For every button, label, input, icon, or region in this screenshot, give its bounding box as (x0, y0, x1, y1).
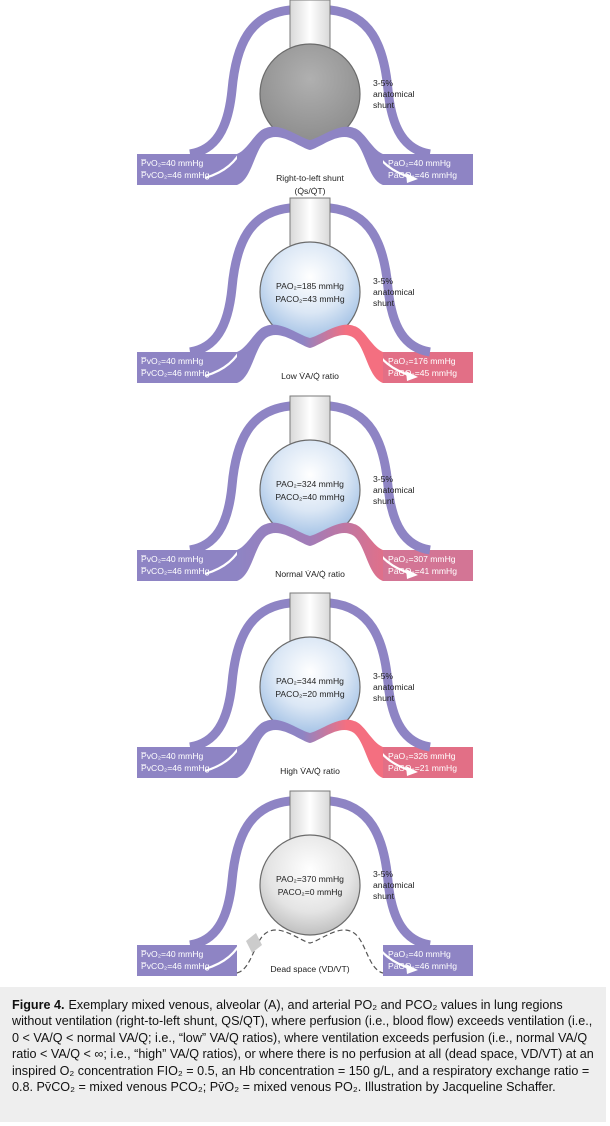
arterial-box (383, 550, 473, 581)
shunt-label-line: anatomical (373, 682, 415, 692)
alveolar-po2: PAO₂=344 mmHg (276, 676, 344, 686)
shunt-label-line: 3-5% (373, 276, 393, 286)
arterial-box (383, 945, 473, 976)
venous-pco2: P̅vCO₂=46 mmHg (141, 961, 210, 971)
alveolar-po2: PAO₂=324 mmHg (276, 479, 344, 489)
arterial-po2: PaO₂=176 mmHg (388, 356, 456, 366)
panel-caption: Low V̇A/Q̇ ratio (281, 371, 339, 381)
figure-caption-text: Exemplary mixed venous, alveolar (A), an… (12, 998, 594, 1095)
venous-po2: P̅vO₂=40 mmHg (141, 949, 204, 959)
mixed-venous-box (137, 945, 237, 976)
shunt-label-line: shunt (373, 693, 395, 703)
alveolar-pco2: PACO₂=40 mmHg (275, 492, 345, 502)
arterial-pco2: PaCO₂=46 mmHg (388, 170, 457, 180)
outflow-arrowhead (406, 173, 418, 183)
shunt-label-line: 3-5% (373, 78, 393, 88)
venous-po2: P̅vO₂=40 mmHg (141, 356, 204, 366)
mixed-venous-box (137, 352, 237, 383)
shunt-label-line: 3-5% (373, 474, 393, 484)
arterial-po2: PaO₂=40 mmHg (388, 158, 451, 168)
mixed-venous-box (137, 747, 237, 778)
arterial-pco2: PaCO₂=46 mmHg (388, 961, 457, 971)
panel-caption-sub: (Q̇s/Q̇T) (294, 186, 325, 196)
shunt-label-line: anatomical (373, 485, 415, 495)
airway-tube (289, 592, 331, 646)
shunt-label-line: shunt (373, 298, 395, 308)
airway-tube (289, 395, 331, 449)
shunt-label-line: anatomical (373, 880, 415, 890)
alveolar-po2: PAO₂=370 mmHg (276, 874, 344, 884)
shunt-label-line: 3-5% (373, 869, 393, 879)
venous-po2: P̅vO₂=40 mmHg (141, 751, 204, 761)
arterial-pco2: PaCO₂=45 mmHg (388, 368, 457, 378)
alveolar-pco2: PACO₂=43 mmHg (275, 294, 345, 304)
arterial-box (383, 747, 473, 778)
shunt-label-line: shunt (373, 496, 395, 506)
figure-label: Figure 4. (12, 998, 65, 1012)
outflow-arrowhead (406, 766, 418, 776)
alveolus (259, 834, 361, 936)
panel-caption: Normal V̇A/Q̇ ratio (275, 569, 345, 579)
inflow-arrowhead (238, 932, 249, 943)
figure-caption: Figure 4.Exemplary mixed venous, alveola… (0, 987, 606, 1122)
venous-pco2: P̅vCO₂=46 mmHg (141, 763, 210, 773)
shunt-label-line: anatomical (373, 89, 415, 99)
venous-po2: P̅vO₂=40 mmHg (141, 158, 204, 168)
alveolar-po2: PAO₂=185 mmHg (276, 281, 344, 291)
panel-caption: High V̇A/Q̇ ratio (280, 766, 340, 776)
airway-tube (289, 197, 331, 251)
shunt-label-line: anatomical (373, 287, 415, 297)
outflow-arrowhead (406, 371, 418, 381)
arterial-po2: PaO₂=326 mmHg (388, 751, 456, 761)
outflow-arrowhead (406, 569, 418, 579)
shunt-label-line: shunt (373, 100, 395, 110)
arterial-pco2: PaCO₂=21 mmHg (388, 763, 457, 773)
venous-po2: P̅vO₂=40 mmHg (141, 554, 204, 564)
mixed-venous-box (137, 550, 237, 581)
alveolar-pco2: PACO₂=20 mmHg (275, 689, 345, 699)
capillary-occlusion (246, 933, 262, 953)
arterial-pco2: PaCO₂=41 mmHg (388, 566, 457, 576)
outflow-arrowhead (406, 964, 418, 974)
airway-tube (289, 0, 331, 53)
arterial-box (383, 352, 473, 383)
mixed-venous-box (137, 154, 237, 185)
venous-pco2: P̅vCO₂=46 mmHg (141, 368, 210, 378)
venous-pco2: P̅vCO₂=46 mmHg (141, 170, 210, 180)
airway-tube (289, 790, 331, 844)
shunt-label-line: 3-5% (373, 671, 393, 681)
alveolar-pco2: PACO₂=0 mmHg (278, 887, 343, 897)
shunt-label-line: shunt (373, 891, 395, 901)
venous-pco2: P̅vCO₂=46 mmHg (141, 566, 210, 576)
arterial-po2: PaO₂=307 mmHg (388, 554, 456, 564)
panel-caption: Right-to-left shunt (276, 173, 344, 183)
panel-caption: Dead space (VD/VT) (270, 964, 349, 974)
arterial-box (383, 154, 473, 185)
arterial-po2: PaO₂=40 mmHg (388, 949, 451, 959)
